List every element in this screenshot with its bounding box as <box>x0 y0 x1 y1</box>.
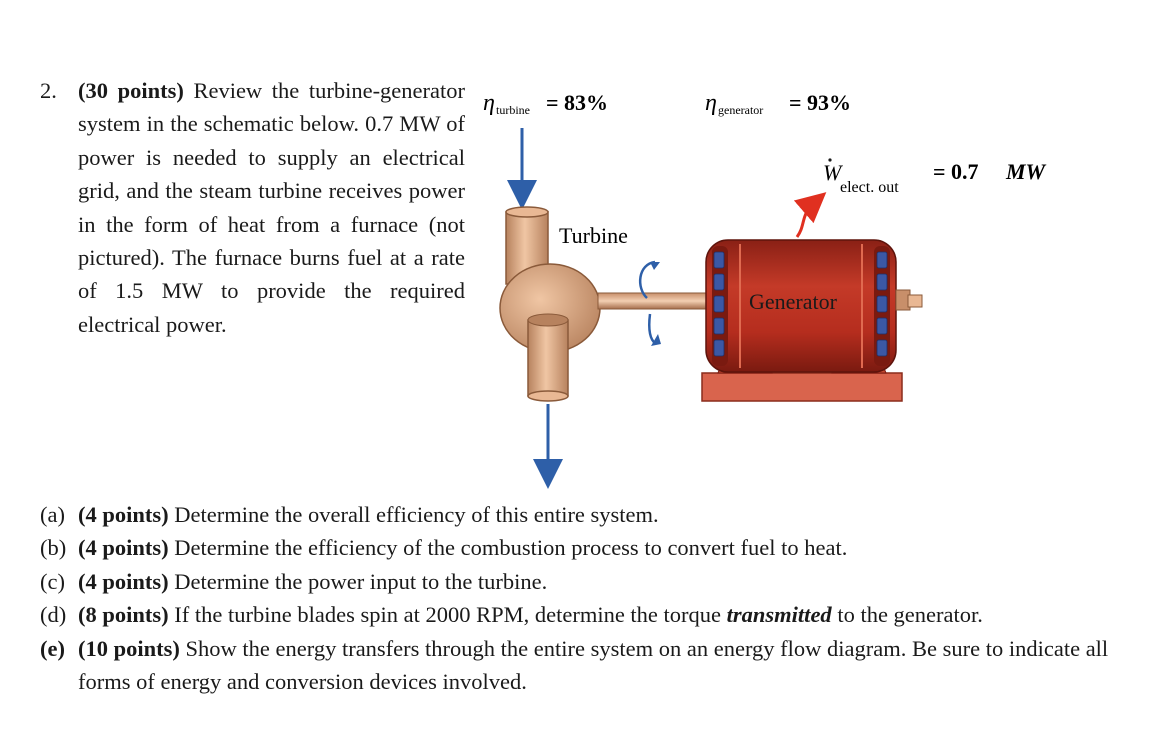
svg-text:MW: MW <box>1005 159 1047 184</box>
turbine-efficiency-label: η turbine = 83% <box>483 90 608 117</box>
part-d-label: (d) <box>40 602 67 628</box>
problem-text: Review the turbine-generator system in t… <box>78 78 466 337</box>
part-e-label: (e) <box>40 635 65 661</box>
part-b-label: (b) <box>40 535 67 561</box>
shaft <box>597 292 717 310</box>
svg-text:= 83%: = 83% <box>546 90 608 115</box>
svg-text:η: η <box>705 90 717 116</box>
part-a-text: Determine the overall efficiency of this… <box>168 502 659 527</box>
part-d-text-before: If the turbine blades spin at 2000 RPM, … <box>168 602 727 628</box>
part-c-text: Determine the power input to the turbine… <box>168 568 548 594</box>
turbine <box>499 206 601 402</box>
problem-number: 2. <box>40 78 57 103</box>
svg-text:elect. out: elect. out <box>840 179 899 196</box>
part-a-points: (4 points) <box>78 502 169 527</box>
part-d-emphasis: transmitted <box>726 602 832 628</box>
part-c-points: (4 points) <box>78 568 169 594</box>
part-b: (b) (4 points) Determine the efficiency o… <box>40 531 1130 564</box>
turbine-label: Turbine <box>559 223 628 248</box>
part-e: (e) (10 points) Show the energy transfers… <box>40 632 1130 699</box>
part-a: (a) (4 points) Determine the overall effi… <box>40 498 1130 531</box>
part-d: (d) (8 points) If the turbine blades spin… <box>40 598 1130 631</box>
part-c-label: (c) <box>40 568 65 594</box>
part-a-label: (a) <box>40 502 65 527</box>
part-d-text-after: to the generator. <box>831 602 983 628</box>
svg-text:turbine: turbine <box>496 103 530 117</box>
svg-text:generator: generator <box>718 103 763 117</box>
svg-text:= 0.7: = 0.7 <box>933 159 979 184</box>
problem-statement: 2. (30 points) Review the turbine-genera… <box>40 74 465 341</box>
problem-points: (30 points) <box>78 78 184 103</box>
part-e-points: (10 points) <box>78 635 180 661</box>
part-b-points: (4 points) <box>78 535 169 561</box>
electrical-output-arrow <box>793 192 827 238</box>
electrical-output-label: W elect. out = 0.7 MW <box>823 158 1047 196</box>
svg-text:W: W <box>823 160 843 185</box>
part-e-text: Show the energy transfers through the en… <box>78 635 1109 695</box>
problem-body: (30 points) Review the turbine-generator… <box>78 74 465 341</box>
generator <box>705 239 923 373</box>
svg-text:= 93%: = 93% <box>789 90 851 115</box>
generator-efficiency-label: η generator = 93% <box>705 90 851 117</box>
part-d-points: (8 points) <box>78 602 169 628</box>
generator-base <box>701 372 903 402</box>
generator-label: Generator <box>749 289 838 314</box>
svg-text:η: η <box>483 90 495 116</box>
part-b-text: Determine the efficiency of the combusti… <box>168 535 848 561</box>
question-parts: (a) (4 points) Determine the overall effi… <box>40 498 1130 698</box>
part-c: (c) (4 points) Determine the power input … <box>40 565 1130 598</box>
